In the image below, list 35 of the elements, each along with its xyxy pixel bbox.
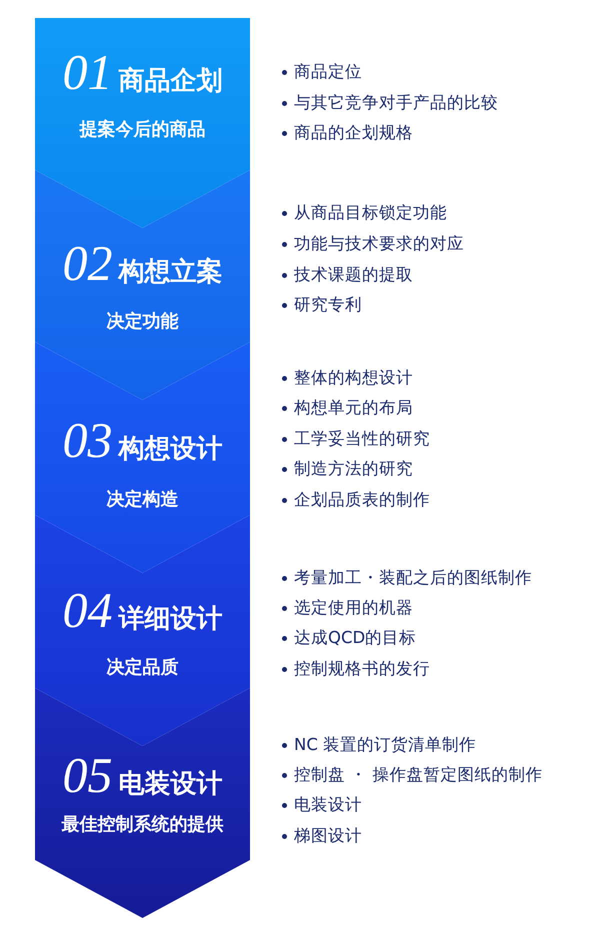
- bullet-item: 与其它竞争对手产品的比较: [294, 93, 498, 113]
- bullet-item: 技术课题的提取: [294, 265, 413, 285]
- bullet-item: 电装设计: [294, 795, 362, 815]
- step-number: 05: [62, 749, 112, 801]
- step-subtitle: 决定功能: [106, 311, 180, 333]
- step-number: 04: [62, 584, 112, 636]
- step-title: 构想立案: [118, 257, 222, 287]
- step-title: 电装设计: [118, 769, 222, 799]
- bullet-item: 研究专利: [294, 295, 362, 315]
- bullet-item: 选定使用的机器: [294, 598, 413, 618]
- step-title: 构想设计: [118, 434, 222, 464]
- bullet-item: 商品的企划规格: [294, 123, 413, 143]
- step-number: 02: [62, 237, 112, 289]
- bullet-item: 考量加工・装配之后的图纸制作: [294, 568, 532, 588]
- bullet-item: 控制盘 ・ 操作盘暂定图纸的制作: [294, 765, 542, 785]
- bullet-item: 制造方法的研究: [294, 459, 413, 479]
- step-subtitle: 最佳控制系统的提供: [60, 814, 224, 836]
- step-number: 01: [62, 46, 112, 98]
- bullet-item: 控制规格书的发行: [294, 659, 430, 679]
- step-title: 商品企划: [118, 66, 222, 96]
- step-subtitle: 决定构造: [106, 489, 180, 511]
- bullet-item: NC 装置的订货清单制作: [294, 735, 476, 755]
- bullet-item: 构想单元的布局: [294, 398, 413, 418]
- step-subtitle: 提案今后的商品: [78, 119, 206, 141]
- bullet-item: 梯图设计: [294, 826, 362, 846]
- bullet-item: 工学妥当性的研究: [294, 429, 430, 449]
- bullet-item: 企划品质表的制作: [294, 490, 430, 510]
- bullet-item: 商品定位: [294, 62, 362, 82]
- step-subtitle: 决定品质: [106, 657, 180, 679]
- bullet-item: 达成QCD的目标: [294, 628, 416, 648]
- bullet-item: 整体的构想设计: [294, 368, 413, 388]
- step-title: 详细设计: [118, 604, 222, 634]
- step-number: 03: [62, 414, 112, 466]
- bullet-item: 功能与技术要求的对应: [294, 234, 464, 254]
- bullet-item: 从商品目标锁定功能: [294, 203, 447, 223]
